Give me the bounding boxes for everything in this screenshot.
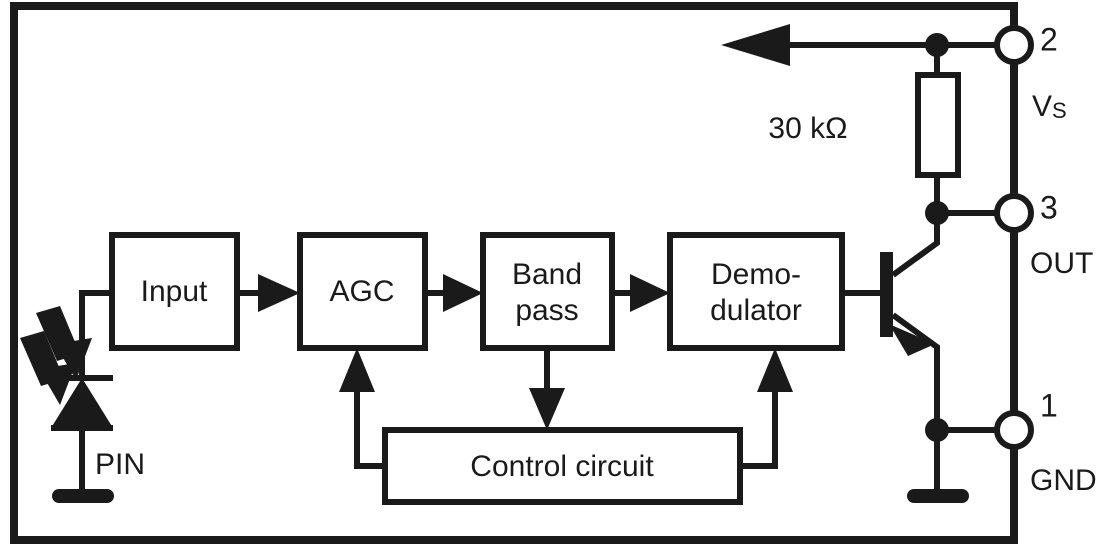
block-agc-label: AGC — [329, 275, 394, 308]
pin-number-2: 2 — [1040, 21, 1058, 57]
pin-name-out: OUT — [1030, 247, 1093, 280]
pin-number-3: 3 — [1040, 189, 1058, 225]
pin-terminal-1[interactable] — [994, 410, 1034, 450]
ground-symbol-left — [52, 489, 114, 503]
bias-resistor-label: 30 kΩ — [768, 112, 847, 145]
feedback-control-to-demodulator — [740, 348, 793, 469]
block-input-label: Input — [141, 275, 208, 308]
photodiode-label: PIN — [95, 448, 145, 481]
output-transistor — [842, 213, 940, 430]
supply-current-arrow — [721, 24, 937, 66]
arrow-input-to-agc — [237, 274, 300, 312]
block-bandpass-label-line2: pass — [515, 294, 578, 327]
block-demodulator: Demo- dulator — [667, 232, 845, 351]
bias-resistor: 30 kΩ — [768, 45, 961, 213]
feedback-control-to-agc — [339, 348, 385, 469]
ground-symbol-right — [907, 430, 969, 503]
block-input: Input — [109, 232, 240, 351]
junction-dot-vs — [925, 33, 949, 57]
block-bandpass-label-line1: Band — [512, 258, 582, 291]
block-control-circuit-label: Control circuit — [470, 450, 654, 483]
block-bandpass: Band pass — [480, 232, 615, 351]
pin-terminal-3[interactable] — [994, 193, 1034, 233]
pin-terminal-2[interactable] — [994, 25, 1034, 65]
arrow-bandpass-to-demodulator — [612, 274, 670, 312]
junction-dot-out — [925, 201, 949, 225]
block-demodulator-label-line2: dulator — [710, 294, 802, 327]
pin-name-vs: V S — [1032, 90, 1067, 123]
pin-name-vs-main: V — [1032, 90, 1052, 123]
block-control-circuit: Control circuit — [382, 427, 743, 505]
pin-name-vs-subscript: S — [1052, 98, 1067, 123]
pin-number-1: 1 — [1040, 387, 1058, 423]
pin-photodiode — [51, 290, 113, 497]
block-demodulator-label-line1: Demo- — [711, 258, 801, 291]
arrow-agc-to-bandpass — [425, 274, 483, 312]
pin-name-gnd: GND — [1030, 464, 1097, 497]
block-agc: AGC — [297, 232, 428, 351]
feed-bandpass-to-control — [529, 348, 565, 430]
